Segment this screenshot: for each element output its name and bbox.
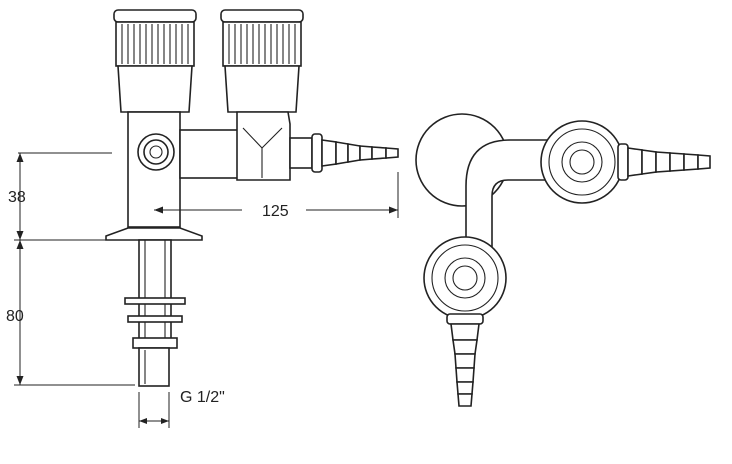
top-view [415,113,711,407]
mounting-shank [105,227,203,387]
dimension-label-80: 80 [6,308,24,325]
dimension-lines [14,152,399,428]
hose-nozzle-right [289,133,399,173]
valve-body [127,111,291,228]
bottom-port [423,236,507,320]
right-port [540,120,624,204]
thread-label: G 1/2" [180,389,225,406]
front-view: 38 80 125 G 1/2" [6,9,399,428]
dimension-label-38: 38 [8,189,26,206]
right-valve-knob [220,9,304,113]
hose-nozzle-bottom [446,313,484,407]
hose-nozzle-top-right [617,143,711,181]
left-valve-knob [113,9,197,113]
dimension-label-125: 125 [262,203,289,220]
